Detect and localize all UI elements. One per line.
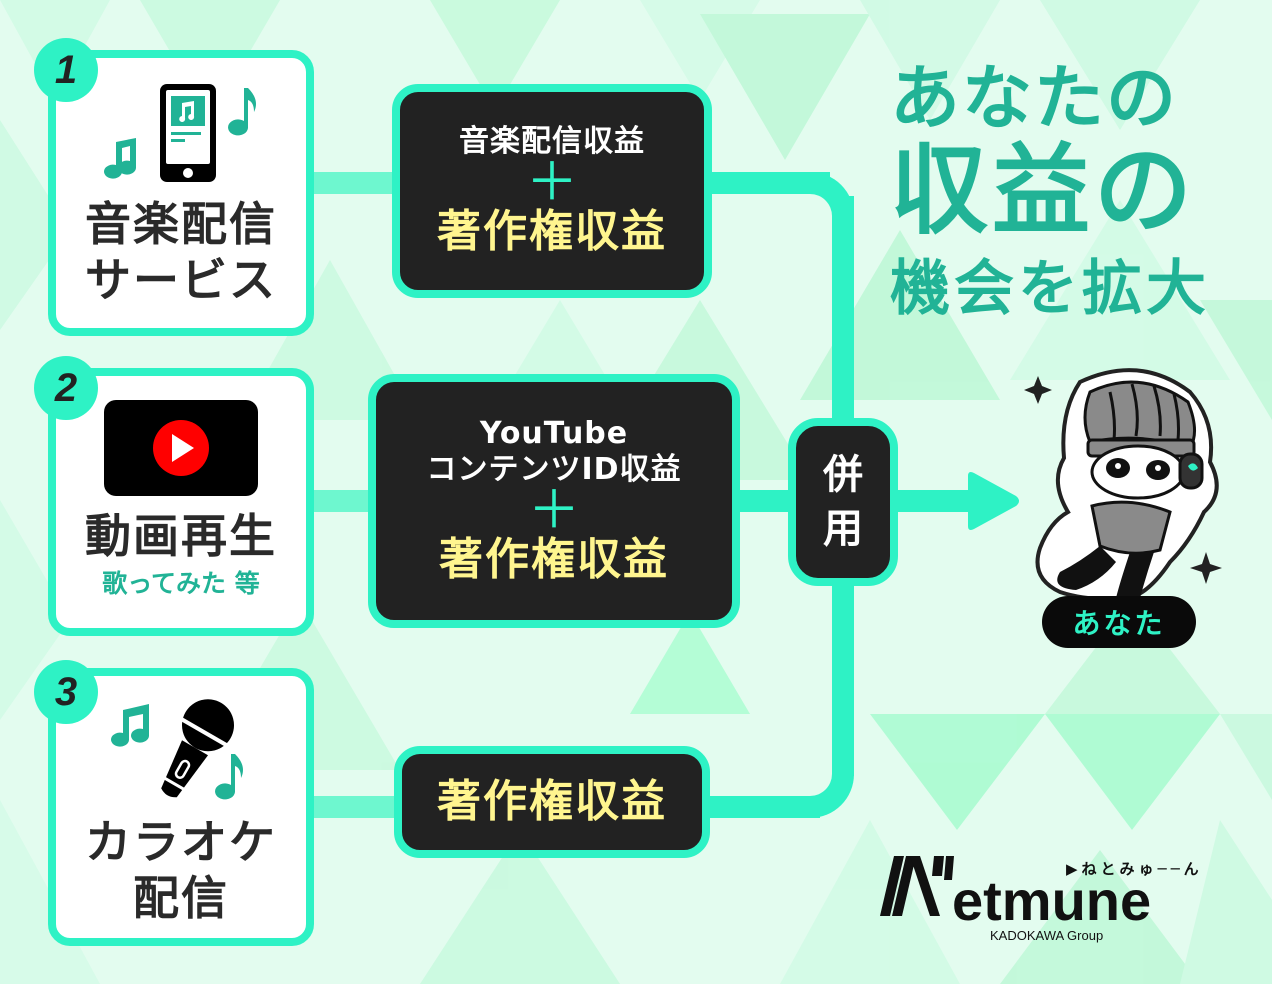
revenue-primary: YouTube: [479, 416, 629, 451]
source-card-music-streaming: 音楽配信 サービス: [48, 50, 314, 336]
source-sublabel: 歌ってみた 等: [102, 569, 260, 598]
connector-2-right: [730, 490, 800, 512]
revenue-box-karaoke: 著作権収益: [394, 746, 710, 858]
combine-char: 用: [823, 506, 863, 552]
step-number-badge: 3: [34, 660, 98, 724]
combined-use-box: 併 用: [788, 418, 898, 586]
character-illustration: [1024, 368, 1222, 602]
connector-1-right: [700, 172, 830, 194]
revenue-primary: コンテンツID収益: [426, 452, 682, 487]
step-number-badge: 2: [34, 356, 98, 420]
revenue-primary: 音楽配信収益: [459, 124, 645, 159]
royalty-revenue: 著作権収益: [439, 534, 669, 585]
connector-1-left: [300, 172, 410, 194]
source-label: カラオケ: [85, 815, 277, 869]
royalty-revenue: 著作権収益: [437, 776, 667, 827]
youtube-play-icon: [104, 400, 258, 496]
connector-3-right: [700, 796, 820, 818]
arrow-right-icon: [968, 472, 1019, 530]
connector-output: [890, 490, 970, 512]
step-number-badge: 1: [34, 38, 98, 102]
source-label: サービス: [85, 253, 277, 307]
karaoke-microphone-icon: [111, 699, 243, 800]
headline-line-1: あなたの: [890, 57, 1178, 139]
netmune-n-logo-icon: [880, 856, 954, 916]
source-card-karaoke: カラオケ 配信: [48, 668, 314, 946]
logo-wordmark: etmune: [952, 869, 1152, 932]
source-label: 音楽配信: [85, 197, 277, 251]
you-label-badge: あなた: [1042, 596, 1196, 648]
headline-line-3: 機会を拡大: [890, 254, 1210, 324]
logo-kana: ▶ねとみゅ──ん: [1066, 860, 1203, 878]
source-label: 配信: [133, 871, 229, 925]
combine-char: 併: [823, 452, 863, 498]
smartphone-music-icon: [104, 84, 256, 182]
plus-icon: ＋: [527, 481, 580, 541]
royalty-revenue: 著作権収益: [437, 206, 667, 257]
connector-3-left: [300, 796, 410, 818]
revenue-box-music-streaming: 音楽配信収益 ＋ 著作権収益: [392, 84, 712, 298]
source-label: 動画再生: [85, 509, 277, 563]
logo-group-label: KADOKAWA Group: [990, 928, 1104, 943]
plus-icon: ＋: [525, 153, 578, 213]
source-card-video-playback: 動画再生 歌ってみた 等: [48, 368, 314, 636]
revenue-box-youtube: YouTube コンテンツID収益 ＋ 著作権収益: [368, 374, 740, 628]
connector-2-left: [300, 490, 380, 512]
headline-line-2: 収益の: [890, 134, 1197, 248]
